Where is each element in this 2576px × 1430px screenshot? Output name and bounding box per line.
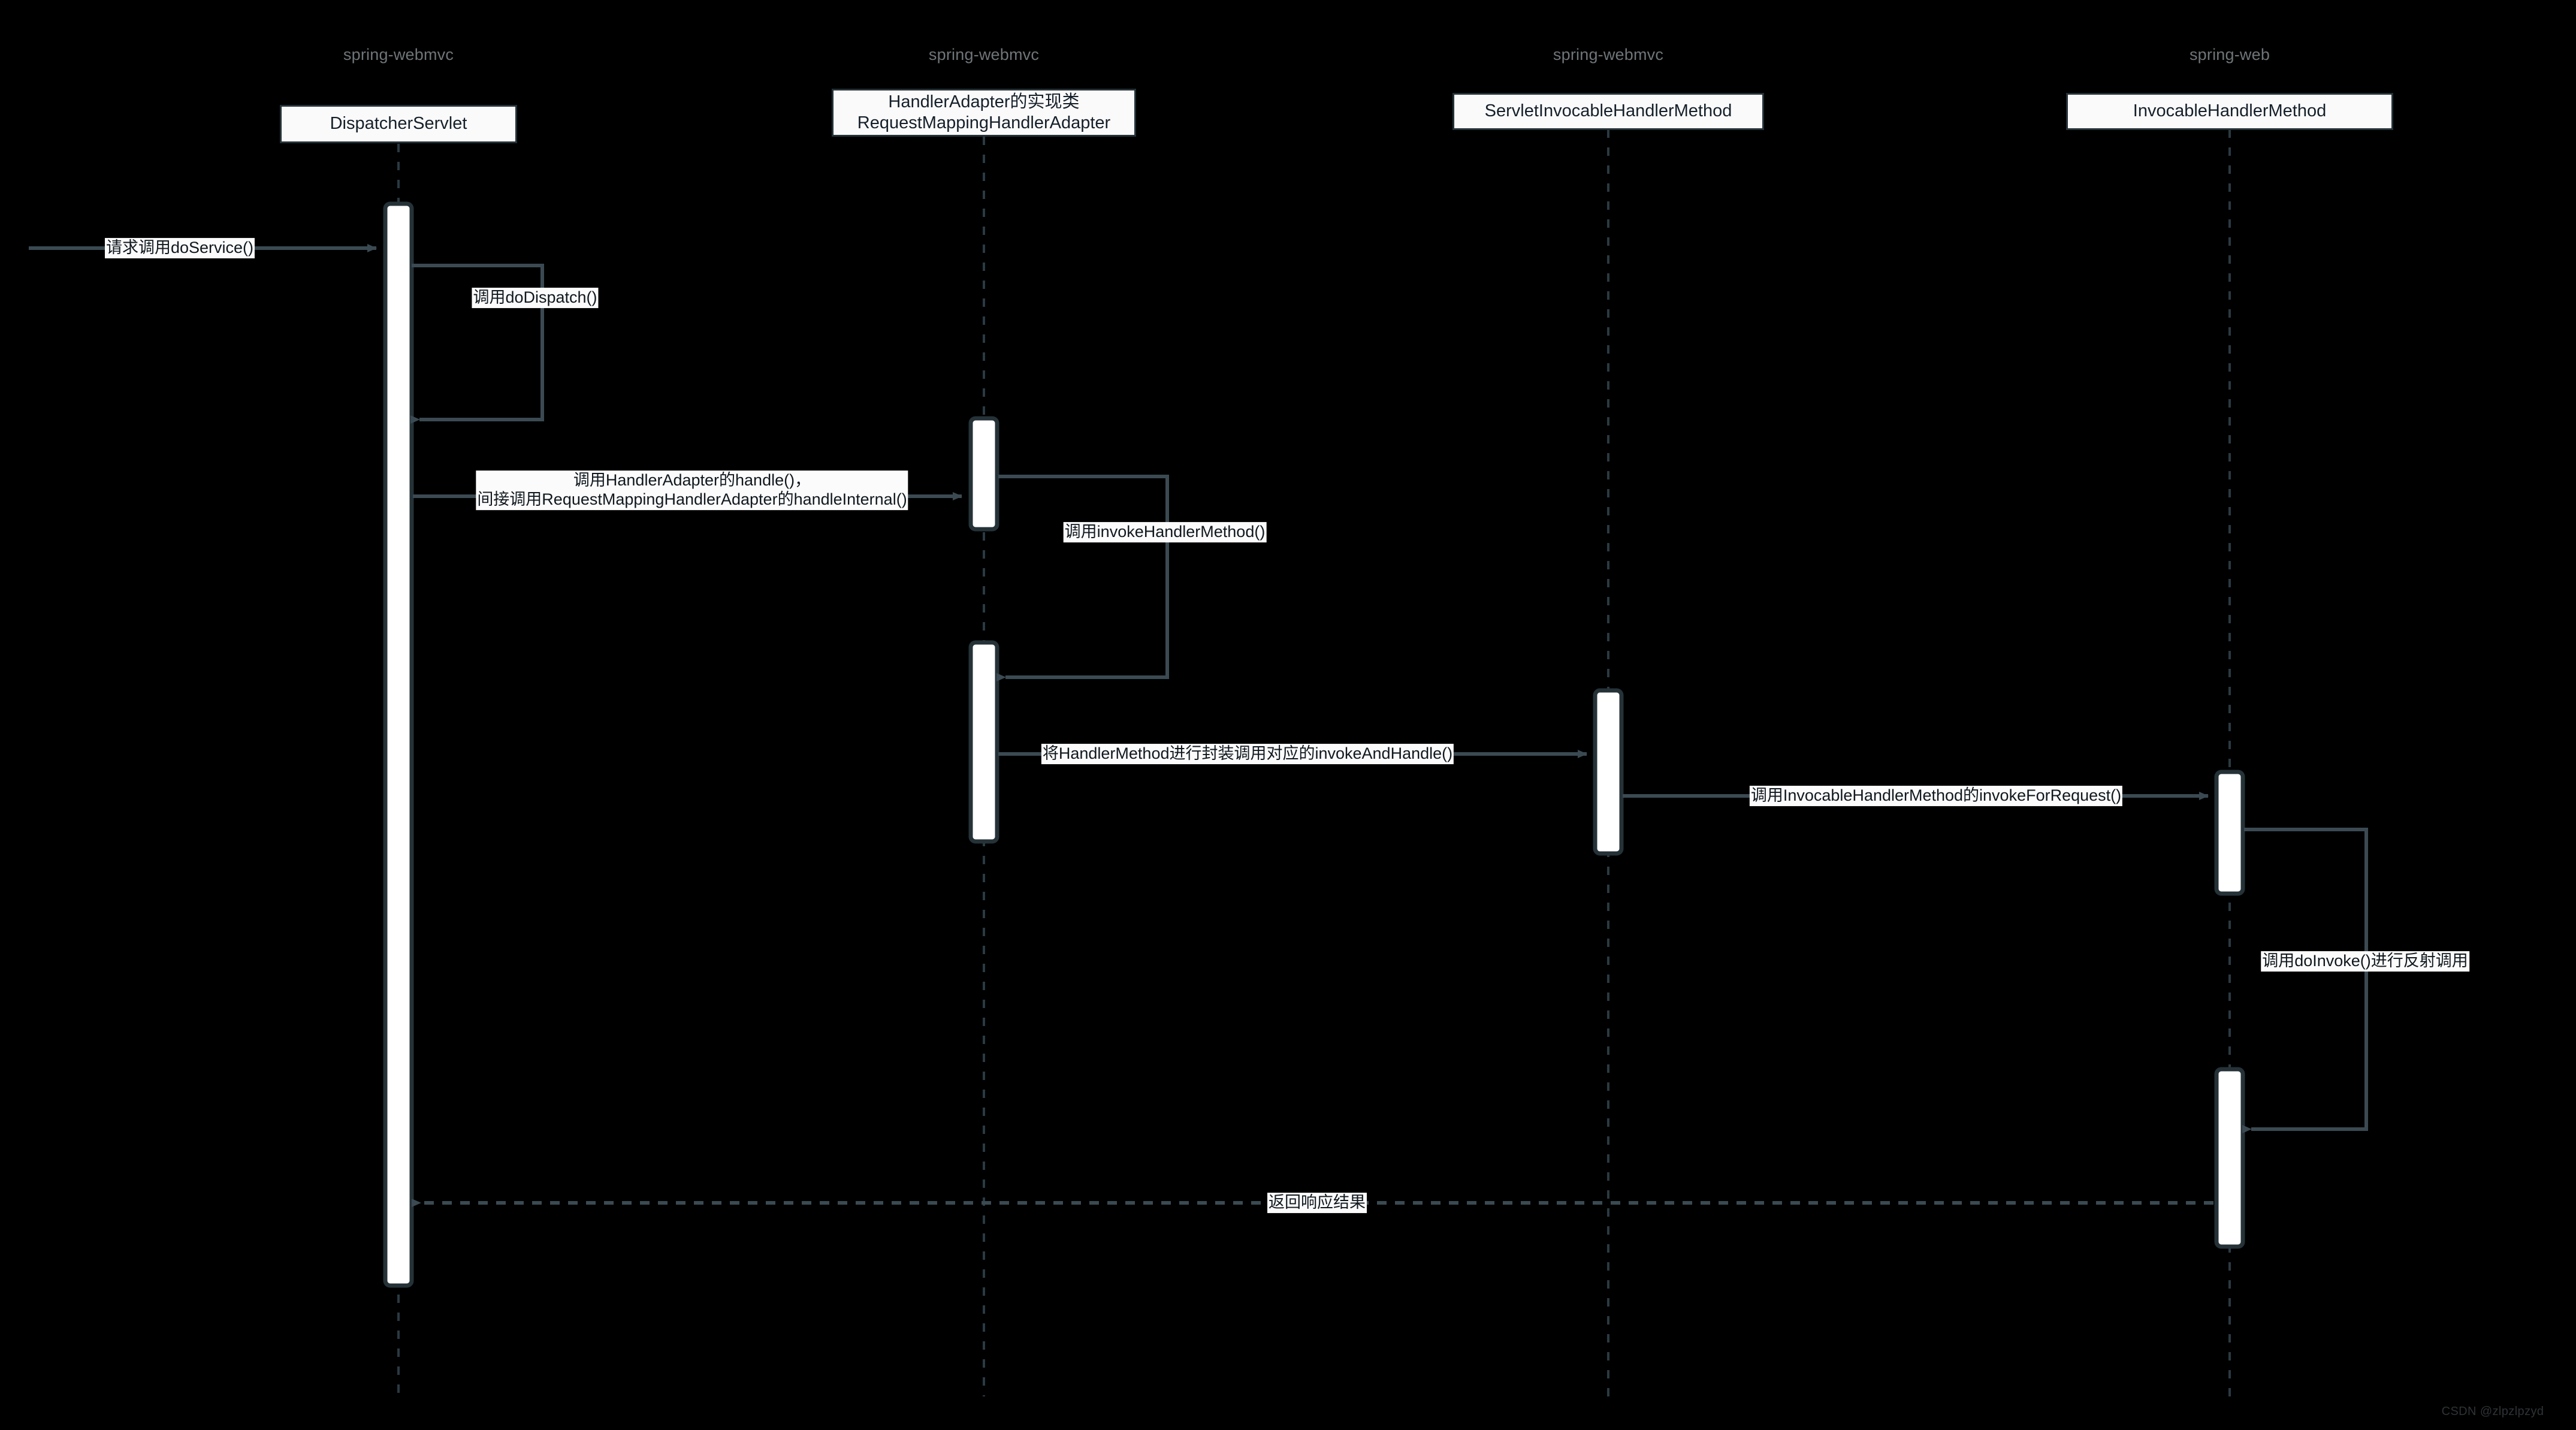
- activation-bars: [383, 201, 2245, 1288]
- package-label-ihm: spring-web: [2189, 46, 2270, 64]
- message-label-return-response: 返回响应结果: [1267, 1193, 1367, 1213]
- csdn-watermark: CSDN @zlpzlpzyd: [2441, 1405, 2544, 1418]
- participant-box-invocable-handler-method[interactable]: InvocableHandlerMethod: [2066, 93, 2393, 130]
- message-arrow-m4: [996, 475, 1169, 681]
- package-label-servlet-ihm: spring-webmvc: [1553, 46, 1664, 64]
- message-label-do-dispatch: 调用doDispatch(): [472, 288, 599, 308]
- message-label-handler-adapter-handle: 调用HandlerAdapter的handle()， 间接调用RequestMa…: [476, 470, 908, 510]
- participant-box-request-mapping-handler-adapter[interactable]: HandlerAdapter的实现类 RequestMappingHandler…: [832, 89, 1136, 137]
- message-label-invoke-handler-method: 调用invokeHandlerMethod(): [1063, 522, 1267, 542]
- message-label-do-invoke: 调用doInvoke()进行反射调用: [2261, 951, 2469, 972]
- package-label-dispatcher: spring-webmvc: [343, 46, 454, 64]
- participant-box-servlet-invocable-handler-method[interactable]: ServletInvocableHandlerMethod: [1452, 93, 1764, 130]
- activation-adapter-2: [968, 640, 999, 844]
- participant-box-dispatcher-servlet[interactable]: DispatcherServlet: [280, 105, 517, 143]
- message-label-invoke-for-request: 调用InvocableHandlerMethod的invokeForReques…: [1749, 786, 2123, 806]
- activation-ihm-1: [2214, 770, 2245, 896]
- activation-ihm-2: [2214, 1067, 2245, 1249]
- message-arrow-m7: [2242, 828, 2368, 1133]
- package-label-adapter: spring-webmvc: [928, 46, 1040, 64]
- message-arrows: [29, 244, 2368, 1207]
- activation-dispatcher-1: [383, 201, 414, 1288]
- activation-servlet-ihm-1: [1593, 688, 1624, 856]
- message-arrow-m2: [410, 264, 544, 424]
- message-label-invoke-and-handle: 将HandlerMethod进行封装调用对应的invokeAndHandle(): [1041, 744, 1454, 764]
- message-label-do-service: 请求调用doService(): [104, 238, 255, 258]
- activation-adapter-1: [968, 416, 999, 532]
